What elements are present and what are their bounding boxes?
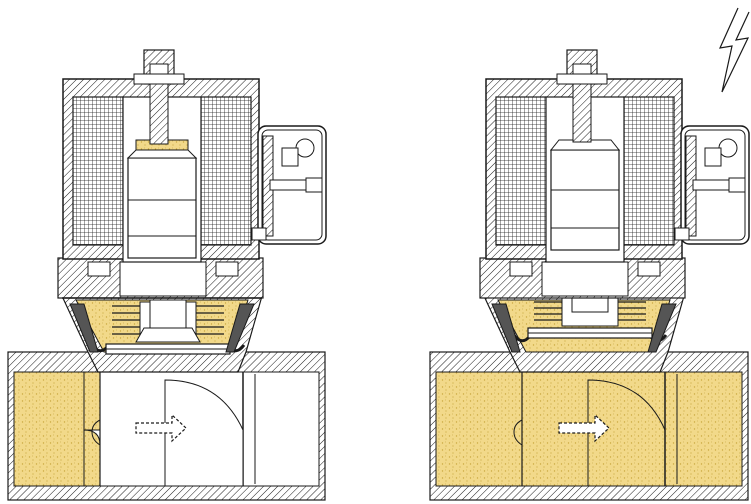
valve-closed-panel (7, 49, 327, 501)
left-flow-arrow-icon (135, 413, 187, 443)
lightning-icon (718, 7, 750, 93)
left-flange (57, 257, 264, 299)
left-stem (133, 49, 185, 145)
left-valve-body (7, 351, 326, 501)
left-junction-box (251, 125, 327, 245)
left-valve-neck (61, 295, 263, 373)
right-valve-neck (483, 289, 685, 373)
right-flow-arrow-icon (558, 413, 610, 443)
right-junction-box (674, 125, 750, 245)
right-stem (556, 49, 608, 143)
valve-open-panel (429, 7, 750, 501)
right-flange (479, 257, 686, 299)
